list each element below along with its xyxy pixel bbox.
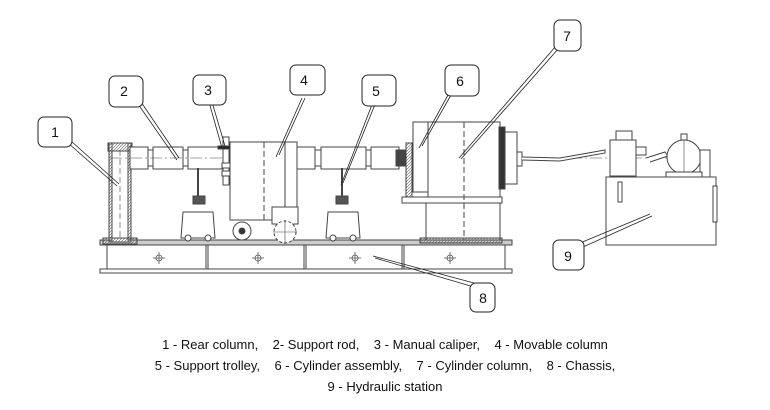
- movable-column: [229, 141, 400, 244]
- leader-lines: [67, 45, 653, 288]
- callout-7-number: 7: [563, 28, 571, 44]
- callout-1: 1: [37, 116, 73, 148]
- callout-5: 5: [361, 74, 397, 107]
- callout-4-number: 4: [300, 72, 308, 88]
- caption-line-1: 1 - Rear column, 2- Support rod, 3 - Man…: [162, 337, 608, 352]
- callout-8: 8: [469, 282, 496, 313]
- hydraulic-station: [605, 130, 718, 246]
- callout-2: 2: [108, 75, 144, 108]
- manual-caliper: [217, 136, 231, 186]
- rear-column: [102, 142, 138, 245]
- callout-3: 3: [192, 74, 227, 106]
- callout-5-number: 5: [372, 83, 380, 99]
- callout-3-number: 3: [204, 82, 212, 98]
- callout-6-number: 6: [456, 73, 464, 89]
- support-trolley-left: [180, 168, 216, 242]
- caption-line-2: 5 - Support trolley, 6 - Cylinder assemb…: [154, 358, 616, 373]
- caption-line-3: 9 - Hydraulic station: [327, 379, 443, 394]
- callout-6: 6: [444, 64, 480, 97]
- callout-4: 4: [289, 64, 326, 96]
- callout-1-number: 1: [51, 124, 59, 140]
- callout-9: 9: [552, 239, 585, 271]
- chassis: [99, 237, 513, 274]
- callout-9-number: 9: [564, 248, 572, 264]
- machine-diagram: 1 2 3 4 5 6 7 8 9: [37, 19, 718, 313]
- callout-2-number: 2: [120, 83, 128, 99]
- cylinder-column: [425, 121, 606, 240]
- callout-7: 7: [553, 19, 582, 52]
- callout-8-number: 8: [479, 290, 487, 306]
- support-trolley-right: [325, 168, 361, 242]
